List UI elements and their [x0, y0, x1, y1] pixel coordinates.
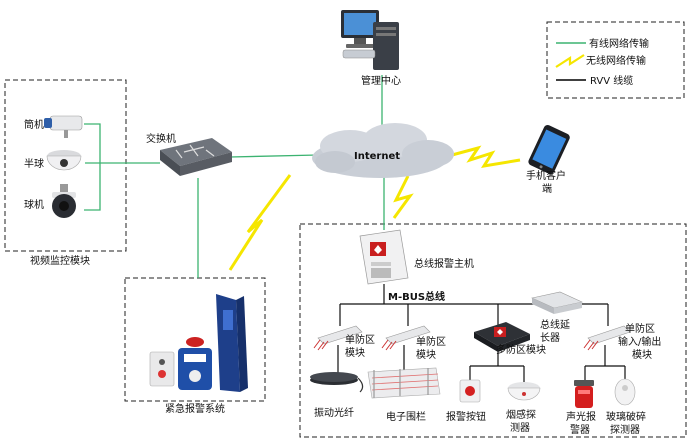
smoke-detector-label-1: 烟感探 — [506, 408, 536, 421]
legend-box — [546, 21, 685, 99]
legend-wireless-line — [555, 54, 585, 68]
dome-camera-label: 半球 — [24, 157, 44, 170]
mobile-label-2: 端 — [542, 182, 552, 195]
video-module-label: 视频监控模块 — [30, 254, 90, 267]
speed-dome-icon[interactable] — [52, 184, 76, 218]
smoke-detector-icon[interactable] — [507, 382, 541, 401]
gun-camera-label: 筒机 — [24, 118, 44, 131]
glass-break-detector-icon[interactable] — [614, 378, 636, 406]
electronic-fence-icon[interactable] — [367, 367, 441, 399]
electronic-fence-label: 电子围栏 — [386, 410, 426, 423]
link-switch-internet — [229, 154, 319, 158]
alarm-button-label: 报警按钮 — [446, 410, 486, 423]
alarm-module-box — [299, 223, 687, 438]
dome-camera-icon[interactable] — [46, 150, 82, 171]
siren-label-1: 声光报 — [566, 410, 596, 423]
vibration-fiber-label: 振动光纤 — [314, 406, 354, 419]
bus-extender-label-1: 总线延 — [540, 318, 570, 331]
single-zone-io-label-2: 输入/输出 — [618, 335, 661, 348]
vibration-fiber-icon[interactable] — [310, 372, 364, 393]
switch-label: 交换机 — [146, 132, 176, 145]
emergency-module-box — [124, 277, 266, 402]
wireless-internet-mobile — [451, 145, 521, 169]
mobile-phone-icon[interactable] — [527, 124, 571, 176]
mobile-label-1: 手机客户 — [526, 169, 566, 182]
legend-rvv-label: RVV 线缆 — [590, 74, 633, 87]
wireless-internet-bushost — [392, 175, 414, 219]
siren-icon[interactable] — [574, 380, 594, 408]
single-zone-io-label-1: 单防区 — [625, 322, 655, 335]
bus-extender-label-2: 长器 — [540, 332, 560, 344]
emergency-pillar-icon[interactable] — [178, 337, 212, 390]
bus-host-label: 总线报警主机 — [414, 257, 474, 270]
internet-cloud-icon — [312, 123, 454, 178]
legend-wireless-label: 无线网络传输 — [586, 54, 646, 67]
single-zone-io-label-3: 模块 — [632, 349, 652, 361]
wireless-links — [228, 145, 521, 271]
rvv-bus — [337, 284, 626, 382]
smoke-detector-label-2: 测器 — [510, 421, 530, 434]
glass-break-label-2: 探测器 — [610, 423, 640, 436]
computer-icon[interactable] — [341, 10, 399, 70]
alarm-button-icon[interactable] — [459, 379, 481, 403]
single-zone-2-label-2: 模块 — [416, 349, 436, 361]
mbus-label: M-BUS总线 — [388, 290, 445, 303]
legend: 有线网络传输 无线网络传输 RVV 线缆 — [555, 37, 649, 87]
single-zone-1-label-2: 模块 — [345, 347, 365, 359]
single-zone-1-label-1: 单防区 — [345, 333, 375, 346]
wireless-emergency-internet — [228, 174, 292, 271]
wired-links — [84, 75, 385, 278]
siren-label-2: 警器 — [570, 423, 590, 436]
video-module-box — [4, 79, 127, 252]
glass-break-label-1: 玻璃破碎 — [606, 410, 646, 423]
speed-dome-label: 球机 — [24, 198, 44, 211]
single-zone-module-1-icon[interactable] — [313, 325, 363, 351]
internet-label: Internet — [354, 151, 400, 162]
gun-camera-icon[interactable] — [44, 115, 83, 138]
single-zone-io-module-icon[interactable] — [583, 325, 631, 351]
multi-zone-label: 多防区模块 — [496, 343, 546, 356]
legend-wired-label: 有线网络传输 — [589, 37, 649, 50]
switch-icon[interactable] — [160, 138, 232, 176]
bus-extender-icon[interactable] — [531, 291, 583, 314]
bus-alarm-host-icon[interactable] — [359, 229, 409, 285]
single-zone-module-2-icon[interactable] — [381, 325, 431, 351]
single-zone-2-label-1: 单防区 — [416, 335, 446, 348]
multi-zone-module-icon[interactable] — [474, 322, 530, 352]
link-gun-camera — [84, 123, 101, 211]
emergency-label: 紧急报警系统 — [165, 402, 225, 415]
emergency-column-icon[interactable] — [216, 294, 248, 392]
management-label: 管理中心 — [361, 74, 401, 87]
emergency-intercom-icon[interactable] — [149, 351, 175, 387]
